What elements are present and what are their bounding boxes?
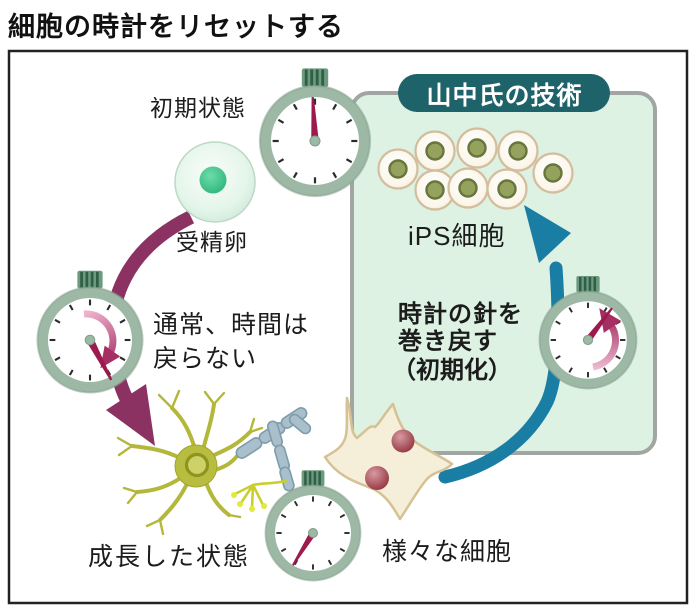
label-rewind-3: （初期化）	[392, 357, 512, 384]
yamanaka-badge-background	[398, 74, 610, 112]
watch-hand	[311, 97, 320, 145]
label-fertilized-egg: 受精卵	[176, 229, 248, 255]
nerve-ending	[231, 479, 288, 512]
fibroblast-nucleus	[391, 429, 415, 453]
fibroblast-cell	[323, 396, 454, 521]
label-initial-state: 初期状態	[150, 95, 246, 121]
watch-hand	[292, 528, 318, 566]
label-various-cells: 様々な細胞	[382, 538, 513, 566]
forward-curl-arrow	[83, 310, 117, 357]
label-normal-time-2: 戻らない	[153, 345, 258, 373]
stopwatch-grown	[264, 469, 362, 582]
label-normal-time-1: 通常、時間は	[153, 311, 310, 339]
ips-cell-nuclei	[388, 138, 563, 200]
label-rewind-2: 巻き戻す	[398, 328, 498, 355]
neuron	[116, 389, 264, 536]
watch-hand	[84, 335, 113, 381]
page-title: 細胞の時計をリセットする	[8, 12, 344, 42]
fiber-cells	[235, 407, 312, 492]
yamanaka-badge-label: 山中氏の技術	[426, 82, 583, 110]
label-grown-state: 成長した状態	[88, 543, 251, 571]
watch-hand	[583, 307, 613, 345]
fertilized-egg	[174, 141, 256, 223]
reprogram-arrow-head	[524, 205, 571, 263]
stopwatch-initial	[258, 66, 372, 198]
fibroblast-nucleus	[365, 466, 389, 490]
label-ips-cells: iPS細胞	[408, 221, 506, 251]
ips-cell-cluster	[377, 127, 574, 211]
stopwatch-advancing	[36, 269, 144, 394]
rewind-curl-arrow	[592, 321, 620, 371]
ips-cell	[377, 127, 574, 211]
stopwatch-rewind	[538, 274, 638, 390]
label-rewind-1: 時計の針を	[398, 301, 523, 328]
